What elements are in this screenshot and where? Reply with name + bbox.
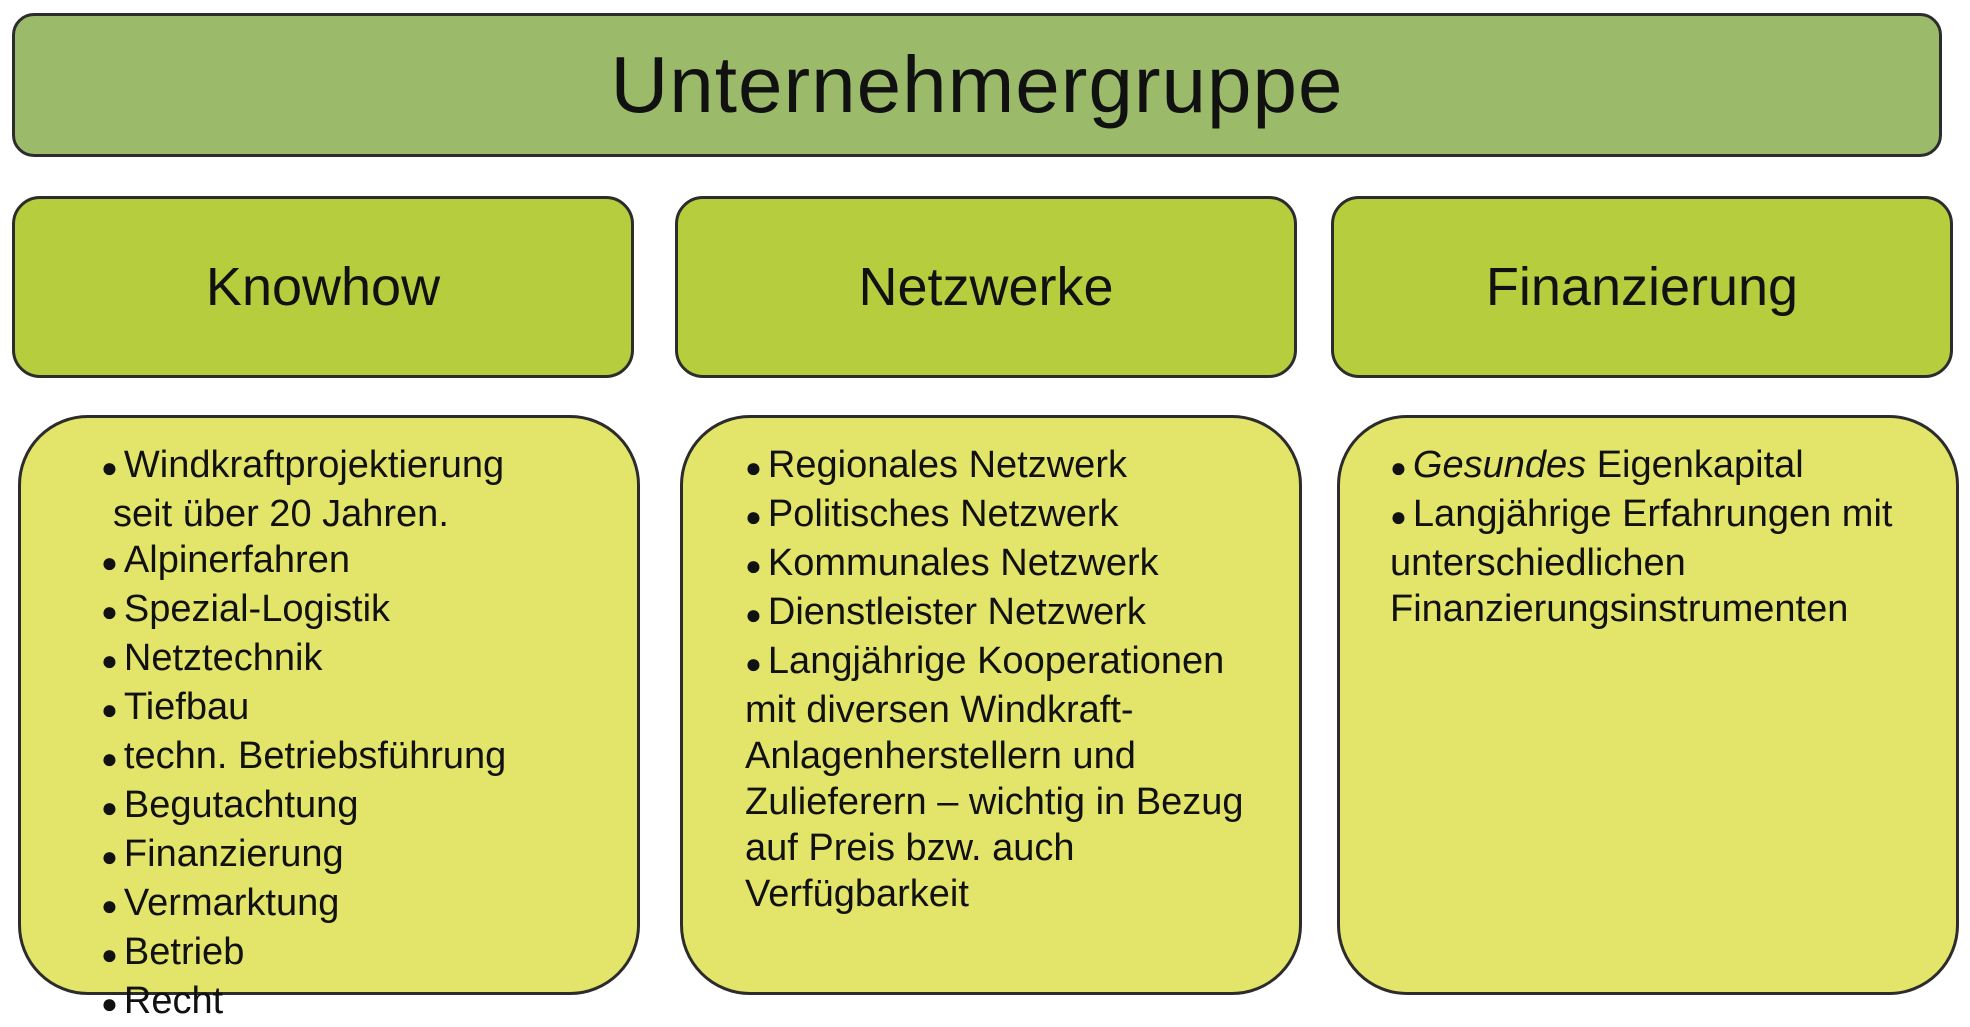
netzwerke-list-box: ●Regionales Netzwerk ●Politisches Netzwe… [680,415,1302,995]
bullet-icon: ● [101,645,118,676]
bullet-icon: ● [101,841,118,872]
bullet-icon: ● [101,988,118,1019]
list-item-text: Langjährige Kooperationen mit diversen W… [745,640,1244,915]
header-finanzierung: Finanzierung [1331,196,1953,378]
list-item: ●Langjährige Erfahrungen mit unterschied… [1390,491,1936,632]
list-item-text: Netztechnik [123,637,323,679]
bullet-icon: ● [745,550,762,581]
header-netzwerke: Netzwerke [675,196,1297,378]
list-item-emphasis: Gesundes [1412,444,1587,486]
list-item: ●Langjährige Kooperationen mit diversen … [745,638,1269,917]
bullet-icon: ● [101,939,118,970]
list-item-text: Windkraftprojektierung [123,444,505,486]
list-item: ●Tiefbau [101,684,617,733]
list-item: ●Vermarktung [101,880,617,929]
list-item: ●techn. Betriebsführung [101,733,617,782]
list-item: ●Begutachtung [101,782,617,831]
list-item: ●Dienstleister Netzwerk [745,589,1269,638]
bullet-icon: ● [745,501,762,532]
bullet-icon: ● [101,890,118,921]
knowhow-list: ●Windkraftprojektierung seit über 20 Jah… [101,442,617,1027]
list-item: ●Betrieb [101,929,617,978]
list-item-text: seit über 20 Jahren. [113,493,449,535]
list-item-text: Finanzierung [123,833,344,875]
diagram-title: Unternehmergruppe [610,40,1344,129]
list-item: ●Windkraftprojektierung [101,442,617,491]
list-item-text: Vermarktung [123,882,340,924]
bullet-icon: ● [101,694,118,725]
list-item-text: Politisches Netzwerk [767,493,1119,535]
bullet-icon: ● [101,596,118,627]
bullet-icon: ● [1390,501,1407,532]
list-item-text: Betrieb [123,931,245,973]
list-item: ●Recht [101,978,617,1027]
list-item: ●Netztechnik [101,635,617,684]
bullet-icon: ● [745,452,762,483]
list-item-text: Tiefbau [123,686,250,728]
title-box: Unternehmergruppe [12,13,1942,157]
bullet-icon: ● [745,599,762,630]
list-item-text: Dienstleister Netzwerk [767,591,1146,633]
finanzierung-list: ●Gesundes Eigenkapital ●Langjährige Erfa… [1390,442,1936,632]
list-item-text: techn. Betriebsführung [123,735,507,777]
bullet-icon: ● [101,452,118,483]
list-item: ●Kommunales Netzwerk [745,540,1269,589]
header-label: Finanzierung [1485,257,1799,317]
netzwerke-list: ●Regionales Netzwerk ●Politisches Netzwe… [745,442,1269,917]
bullet-icon: ● [745,648,762,679]
list-item-text: Begutachtung [123,784,359,826]
list-item-text: Regionales Netzwerk [767,444,1127,486]
list-item-text: Spezial-Logistik [123,588,391,630]
header-label: Netzwerke [858,257,1114,317]
knowhow-list-box: ●Windkraftprojektierung seit über 20 Jah… [18,415,640,1022]
list-item-text: Langjährige Erfahrungen mit unterschiedl… [1390,493,1893,630]
bullet-icon: ● [1390,452,1407,483]
list-item-text: Alpinerfahren [123,539,350,581]
list-item-text: Recht [123,980,224,1022]
bullet-icon: ● [101,547,118,578]
finanzierung-list-box: ●Gesundes Eigenkapital ●Langjährige Erfa… [1337,415,1959,995]
list-item-text: Eigenkapital [1586,444,1804,486]
bullet-icon: ● [101,792,118,823]
list-item: ●Spezial-Logistik [101,586,617,635]
list-item: ●Politisches Netzwerk [745,491,1269,540]
bullet-icon: ● [101,743,118,774]
list-item: ●Alpinerfahren [101,537,617,586]
list-item: ●Gesundes Eigenkapital [1390,442,1936,491]
list-item-continuation: seit über 20 Jahren. [101,491,617,537]
list-item-text: Kommunales Netzwerk [767,542,1159,584]
header-label: Knowhow [205,257,441,317]
list-item: ●Finanzierung [101,831,617,880]
list-item: ●Regionales Netzwerk [745,442,1269,491]
header-knowhow: Knowhow [12,196,634,378]
